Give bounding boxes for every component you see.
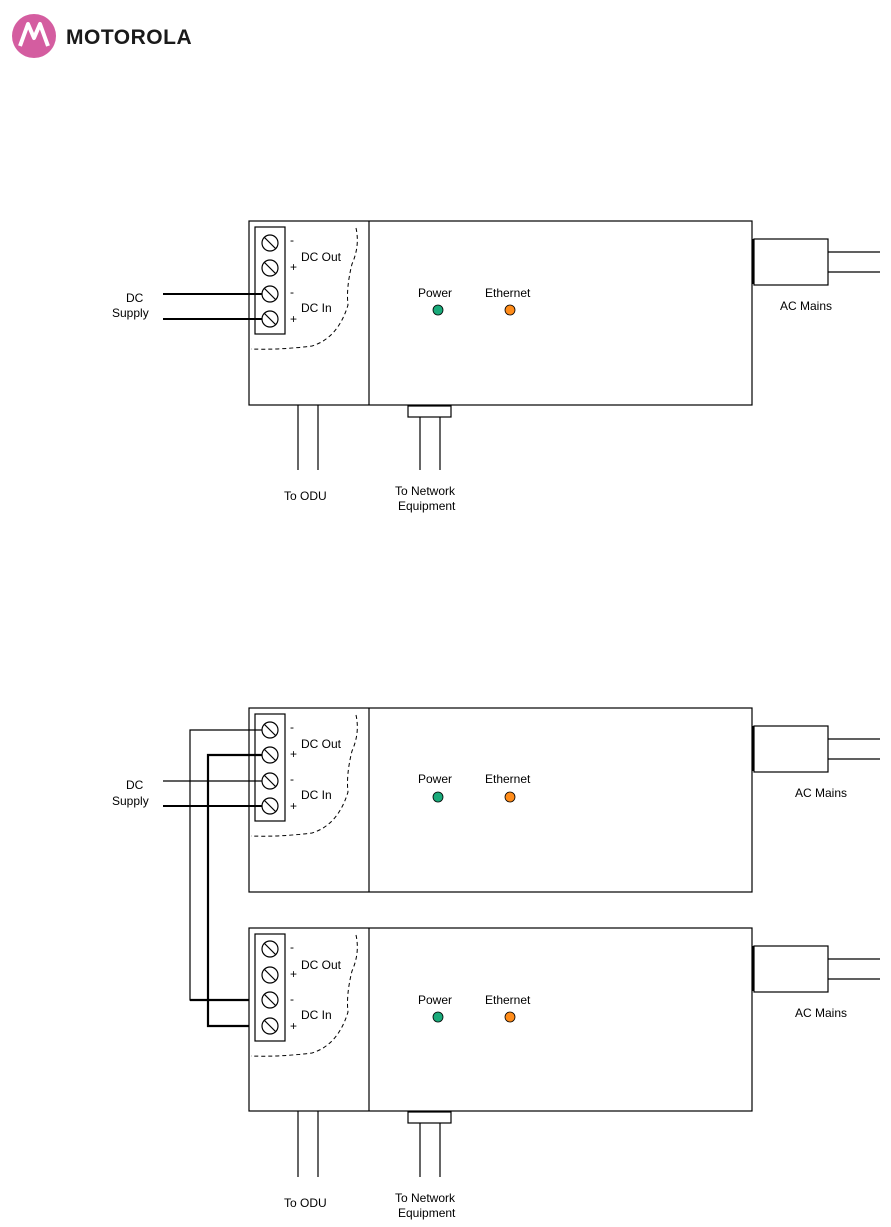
power-led-icon (433, 792, 443, 802)
minus-sign: - (290, 233, 294, 247)
dc-in-label: DC In (301, 788, 332, 802)
plus-sign: + (290, 799, 297, 813)
plus-sign: + (290, 260, 297, 274)
ac-plug (754, 726, 828, 772)
plus-sign: + (290, 312, 297, 326)
to-network-label: To Network (395, 484, 456, 498)
dc-supply-label: DC (126, 291, 144, 305)
ac-mains-label: AC Mains (795, 1006, 847, 1020)
dc-in-label: DC In (301, 301, 332, 315)
ethernet-led-icon (505, 792, 515, 802)
minus-sign: - (290, 720, 294, 734)
power-led-label: Power (418, 772, 452, 786)
ethernet-led-label: Ethernet (485, 993, 531, 1007)
to-network-label: To Network (395, 1191, 456, 1205)
minus-sign: - (290, 940, 294, 954)
ac-plug (754, 239, 828, 285)
terminal-block (255, 934, 285, 1041)
power-led-icon (433, 1012, 443, 1022)
to-odu-label: To ODU (284, 489, 327, 503)
ethernet-port (408, 406, 451, 417)
minus-sign: - (290, 772, 294, 786)
minus-sign: - (290, 285, 294, 299)
ethernet-led-label: Ethernet (485, 286, 531, 300)
diagram-single-psu: - + DC Out - + DC In Power Ethernet AC M… (112, 221, 880, 513)
dc-supply-label: Supply (112, 794, 149, 808)
ac-plug (754, 946, 828, 992)
ethernet-port (408, 1112, 451, 1123)
minus-sign: - (290, 992, 294, 1006)
ethernet-led-icon (505, 1012, 515, 1022)
to-network-label: Equipment (398, 499, 456, 513)
power-led-label: Power (418, 993, 452, 1007)
ac-mains-label: AC Mains (795, 786, 847, 800)
dc-in-label: DC In (301, 1008, 332, 1022)
ac-mains-label: AC Mains (780, 299, 832, 313)
dc-out-label: DC Out (301, 958, 342, 972)
plus-sign: + (290, 1019, 297, 1033)
dc-supply-label: Supply (112, 306, 149, 320)
plus-sign: + (290, 967, 297, 981)
plus-sign: + (290, 747, 297, 761)
ethernet-led-icon (505, 305, 515, 315)
diagram-dual-psu-top: - + DC Out - + DC In Power Ethernet AC M… (112, 708, 880, 892)
ethernet-led-label: Ethernet (485, 772, 531, 786)
power-led-icon (433, 305, 443, 315)
dc-out-label: DC Out (301, 250, 342, 264)
dc-supply-label: DC (126, 778, 144, 792)
to-odu-label: To ODU (284, 1196, 327, 1210)
dc-out-label: DC Out (301, 737, 342, 751)
power-led-label: Power (418, 286, 452, 300)
diagram-dual-psu-bottom: - + DC Out - + DC In Power Ethernet AC M… (249, 928, 880, 1220)
to-network-label: Equipment (398, 1206, 456, 1220)
